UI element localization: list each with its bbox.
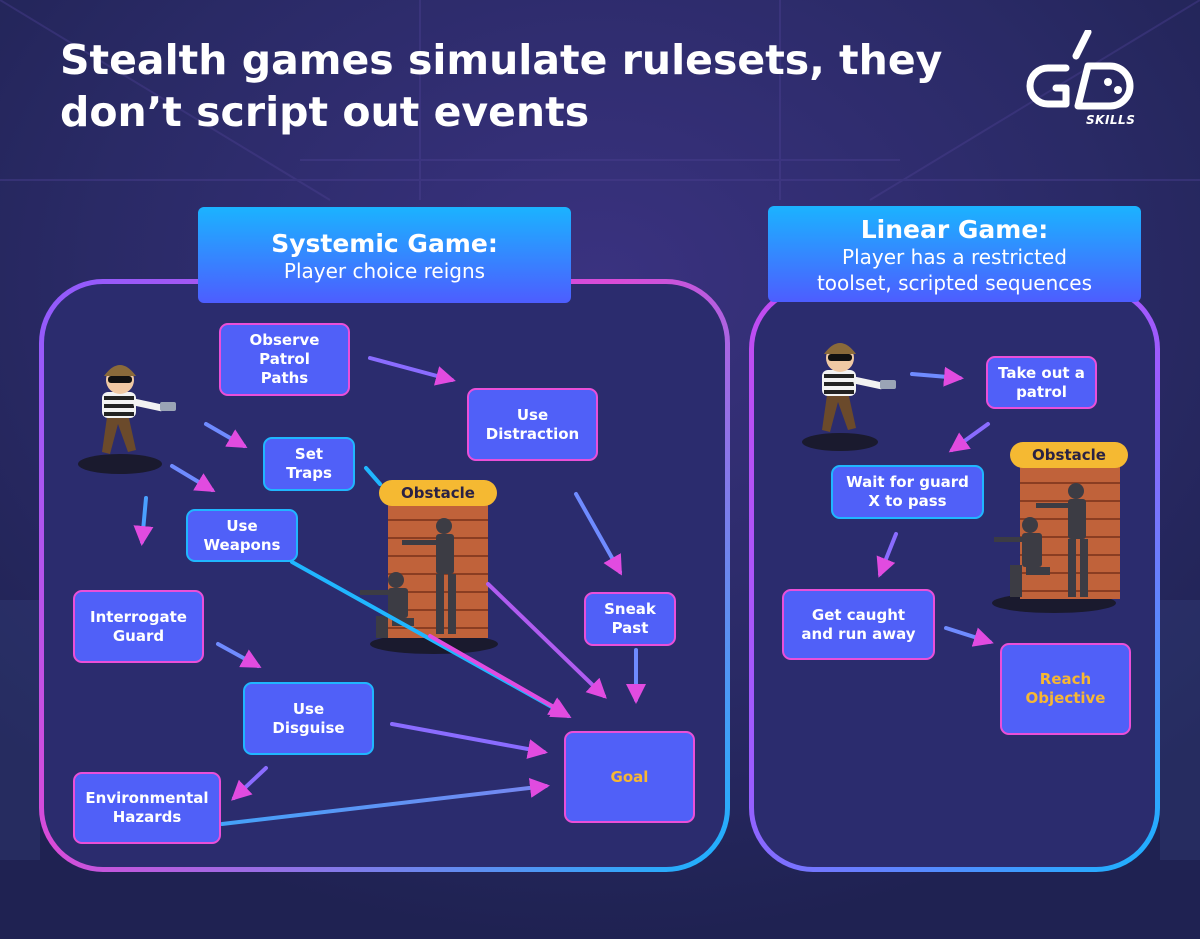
node-reach-objective: Reach Objective (1000, 643, 1131, 735)
node-text: Objective (1025, 689, 1106, 707)
node-text: Use (226, 516, 258, 535)
logo-text: SKILLS (1086, 113, 1136, 127)
obstacle-label: Obstacle (1010, 442, 1128, 468)
node-text: Weapons (203, 535, 281, 554)
guards-behind-brick-wall-icon (360, 502, 498, 654)
linear-header-subtitle-line-2: toolset, scripted sequences (816, 271, 1093, 295)
node-use-weapons: Use Weapons (186, 509, 298, 562)
node-text: Guard (112, 626, 165, 645)
gd-gamepad-logo-icon (1026, 30, 1134, 110)
linear-game-header: Linear Game: Player has a restricted too… (768, 206, 1141, 302)
node-wait-for-guard: Wait for guard X to pass (831, 465, 984, 519)
node-text: and run away (801, 624, 916, 643)
node-environmental-hazards: Environmental Hazards (73, 772, 221, 844)
node-text: Interrogate (90, 607, 187, 626)
guards-behind-brick-wall-icon (992, 465, 1120, 613)
node-text: Past (611, 619, 649, 637)
node-use-disguise: Use Disguise (243, 682, 374, 755)
node-text: Wait for guard (846, 473, 969, 491)
obstacle-label: Obstacle (379, 480, 497, 506)
node-take-out-patrol: Take out a patrol (986, 356, 1097, 409)
node-sneak-past: Sneak Past (584, 592, 676, 646)
node-text: patrol (1016, 382, 1067, 401)
systemic-header-title: Systemic Game: (271, 229, 498, 258)
node-text: Get caught (811, 605, 906, 624)
node-text: Use (516, 405, 549, 424)
node-observe-patrol-paths: Observe Patrol Paths (219, 323, 350, 396)
linear-header-subtitle-line-1: Player has a restricted (842, 245, 1067, 269)
node-text: Environmental (85, 789, 209, 807)
title-line-1: Stealth games simulate rulesets, they (60, 36, 943, 84)
node-text: Hazards (112, 808, 182, 826)
node-text: Use (292, 699, 325, 718)
systemic-header-subtitle: Player choice reigns (283, 259, 486, 283)
node-set-traps: Set Traps (263, 437, 355, 491)
node-text: Take out a (998, 363, 1085, 382)
node-text: Distraction (485, 424, 580, 443)
node-text: Goal (610, 767, 649, 786)
node-text: Patrol (259, 350, 310, 368)
node-interrogate-guard: Interrogate Guard (73, 590, 204, 663)
node-text: Reach (1039, 670, 1092, 688)
node-use-distraction: Use Distraction (467, 388, 598, 461)
node-text: Paths (260, 369, 309, 387)
systemic-game-header: Systemic Game: Player choice reigns (198, 207, 571, 303)
node-text: Disguise (272, 718, 345, 737)
thief-with-flashlight-icon (78, 365, 176, 474)
node-text: Traps (286, 464, 332, 482)
title-line-2: don’t script out events (60, 88, 590, 136)
node-text: Set (294, 445, 324, 463)
node-text: Sneak (604, 600, 656, 618)
node-get-caught: Get caught and run away (782, 589, 935, 660)
node-text: X to pass (868, 492, 947, 510)
node-goal: Goal (564, 731, 695, 823)
linear-header-title: Linear Game: (860, 215, 1049, 244)
page-title: Stealth games simulate rulesets, they do… (60, 34, 960, 138)
node-text: Observe (249, 331, 320, 349)
thief-with-flashlight-icon (802, 343, 896, 451)
